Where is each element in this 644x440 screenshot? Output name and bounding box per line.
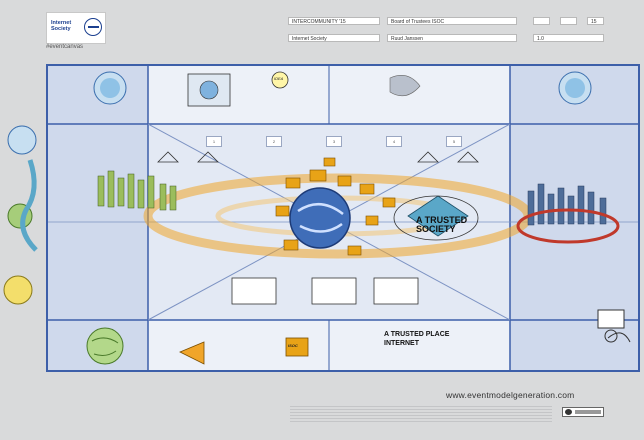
- creative-commons-badge[interactable]: [562, 407, 604, 417]
- footer-url[interactable]: www.eventmodelgeneration.com: [446, 390, 575, 400]
- flow-tab-2[interactable]: 2: [266, 136, 282, 147]
- box-label: ISOC: [288, 343, 298, 348]
- flow-tab-4[interactable]: 4: [386, 136, 402, 147]
- headline-right-line2: SOCIETY: [416, 224, 456, 234]
- headline-trusted-internet: A TRUSTED PLACE INTERNET: [384, 330, 449, 348]
- flow-tab-5[interactable]: 5: [446, 136, 462, 147]
- organisation-field[interactable]: Internet Society: [288, 34, 380, 42]
- globe-icon: [84, 18, 102, 36]
- bulb-note: IDEA: [274, 76, 284, 81]
- headline-trusted-society: A TRUSTED SOCIETY: [416, 216, 467, 234]
- hashtag: #eventcanvas: [46, 44, 84, 50]
- left-margin-sketch: [3, 125, 38, 305]
- logo-line2: Society: [51, 26, 71, 32]
- headline-left-line2: INTERNET: [384, 340, 419, 347]
- designer-field[interactable]: Ruud Janssen: [387, 34, 517, 42]
- event-canvas-board: 1 2 3 4 5 A TRUSTED SOCIETY A TRUSTED PL…: [46, 64, 640, 372]
- headline-right-line1: A TRUSTED: [416, 215, 468, 225]
- logo-text: Internet Society: [51, 20, 85, 32]
- internet-society-logo: Internet Society: [46, 12, 106, 44]
- flow-tab-3[interactable]: 3: [326, 136, 342, 147]
- canvas-grid: [48, 66, 638, 370]
- day-field[interactable]: [533, 17, 550, 25]
- client-field[interactable]: Board of Trustees ISOC: [387, 17, 517, 25]
- logo-line1: Internet: [51, 20, 72, 26]
- event-name-field[interactable]: INTERCOMMUNITY '15: [288, 17, 380, 25]
- flow-tab-1[interactable]: 1: [206, 136, 222, 147]
- year-field[interactable]: 15: [587, 17, 604, 25]
- right-margin-figure: [597, 309, 625, 343]
- headline-left-line1: A TRUSTED PLACE: [384, 331, 450, 338]
- month-field[interactable]: [560, 17, 577, 25]
- footer-fine-print: [290, 406, 552, 424]
- version-field[interactable]: 1.0: [533, 34, 604, 42]
